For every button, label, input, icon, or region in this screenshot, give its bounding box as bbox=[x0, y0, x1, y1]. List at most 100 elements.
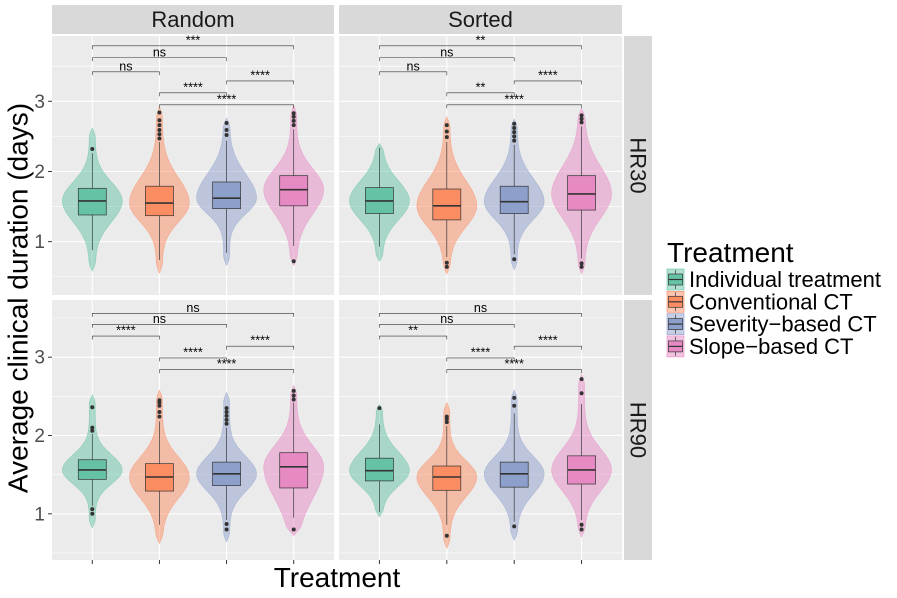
row-strip-2: HR90 bbox=[624, 300, 652, 560]
comparison-label: **** bbox=[538, 334, 558, 348]
outlier-point-conventional-ct bbox=[157, 409, 162, 414]
outlier-point-conventional-ct bbox=[157, 118, 162, 123]
outlier-point-slope-based-ct bbox=[579, 377, 584, 382]
outlier-point-conventional-ct bbox=[444, 533, 449, 538]
outlier-point-severity-based-ct bbox=[512, 257, 517, 262]
legend: Treatment Individual treatmentConvention… bbox=[666, 237, 881, 359]
comparison-label: **** bbox=[471, 345, 491, 359]
box-conventional-ct bbox=[432, 465, 462, 491]
legend-label: Individual treatment bbox=[689, 267, 881, 292]
outlier-point-severity-based-ct bbox=[512, 130, 517, 135]
box-slope-based-ct bbox=[279, 452, 309, 489]
comparison-bracket bbox=[446, 369, 582, 374]
comparison-bracket bbox=[446, 92, 515, 97]
legend-item-severity-based-ct: Severity−based CT bbox=[666, 312, 877, 337]
y-tick-label: 1 bbox=[34, 504, 45, 525]
panels-layer: ***nsns************123**nsns**********ns… bbox=[34, 33, 622, 564]
outlier-point-slope-based-ct bbox=[579, 522, 584, 527]
outlier-point-severity-based-ct bbox=[512, 134, 517, 139]
outlier-point-severity-based-ct bbox=[512, 524, 517, 529]
comparison-label: **** bbox=[217, 357, 237, 371]
legend-label: Severity−based CT bbox=[689, 312, 877, 337]
outlier-point-slope-based-ct bbox=[579, 261, 584, 266]
comparison-label: *** bbox=[186, 33, 201, 47]
comparison-bracket bbox=[379, 313, 582, 317]
comparison-bracket bbox=[91, 313, 295, 317]
box-conventional-ct bbox=[145, 185, 174, 217]
strip-background bbox=[52, 5, 334, 34]
outlier-point-individual-treatment bbox=[90, 507, 95, 512]
outlier-point-severity-based-ct bbox=[512, 121, 517, 126]
comparison-label: ns bbox=[474, 301, 487, 315]
comparison-bracket bbox=[159, 369, 295, 374]
outlier-point-conventional-ct bbox=[444, 123, 449, 128]
outlier-point-conventional-ct bbox=[444, 264, 449, 269]
comparison-label: ns bbox=[153, 312, 166, 326]
outlier-point-conventional-ct bbox=[157, 403, 162, 408]
outlier-point-individual-treatment bbox=[90, 425, 95, 430]
box-slope-based-ct bbox=[279, 175, 309, 207]
outlier-point-slope-based-ct bbox=[579, 391, 584, 396]
strip-background bbox=[624, 36, 652, 295]
comparison-label: ns bbox=[440, 312, 453, 326]
comparison-bracket bbox=[159, 357, 227, 362]
outlier-point-individual-treatment bbox=[90, 511, 95, 516]
outlier-point-conventional-ct bbox=[157, 414, 162, 419]
outlier-point-slope-based-ct bbox=[579, 527, 584, 532]
comparison-bracket bbox=[379, 45, 582, 50]
outlier-point-individual-treatment bbox=[90, 405, 95, 410]
strip-background bbox=[624, 300, 652, 560]
outlier-point-slope-based-ct bbox=[579, 113, 584, 118]
outlier-point-slope-based-ct bbox=[291, 393, 296, 398]
y-axis-title: Average clinical duration (days) bbox=[3, 103, 34, 493]
comparison-label: ns bbox=[153, 45, 166, 59]
row-strip-1: HR30 bbox=[624, 36, 652, 295]
comparison-label: ** bbox=[408, 324, 418, 338]
legend-item-slope-based-ct: Slope−based CT bbox=[666, 334, 854, 359]
comparison-label: **** bbox=[504, 357, 524, 371]
comparison-label: **** bbox=[116, 324, 136, 338]
column-strip-1: Random bbox=[52, 5, 334, 34]
comparison-bracket bbox=[91, 45, 295, 50]
outlier-point-conventional-ct bbox=[157, 123, 162, 128]
outlier-point-conventional-ct bbox=[157, 110, 162, 115]
outlier-point-conventional-ct bbox=[444, 420, 449, 425]
outlier-point-severity-based-ct bbox=[224, 121, 229, 126]
column-strip-label: Random bbox=[151, 7, 234, 32]
strip-background bbox=[339, 5, 622, 34]
outlier-point-severity-based-ct bbox=[224, 413, 229, 418]
outlier-point-slope-based-ct bbox=[291, 397, 296, 402]
outlier-point-slope-based-ct bbox=[579, 116, 584, 121]
comparison-label: **** bbox=[250, 68, 270, 82]
outlier-point-conventional-ct bbox=[157, 128, 162, 133]
comparison-bracket bbox=[513, 345, 582, 350]
outlier-point-individual-treatment bbox=[377, 406, 382, 411]
box-individual-treatment bbox=[365, 457, 394, 482]
comparison-label: ns bbox=[407, 59, 420, 73]
outlier-point-conventional-ct bbox=[444, 135, 449, 140]
box-conventional-ct bbox=[432, 188, 462, 221]
outlier-point-severity-based-ct bbox=[512, 395, 517, 400]
outlier-point-severity-based-ct bbox=[224, 128, 229, 133]
outlier-point-slope-based-ct bbox=[291, 527, 296, 532]
legend-item-conventional-ct: Conventional CT bbox=[666, 289, 853, 314]
outlier-point-conventional-ct bbox=[444, 414, 449, 419]
comparison-label: ** bbox=[476, 33, 486, 47]
comparison-bracket bbox=[446, 357, 515, 362]
comparison-bracket bbox=[379, 71, 448, 76]
column-strip-label: Sorted bbox=[448, 7, 513, 32]
comparison-bracket bbox=[379, 335, 448, 340]
comparison-bracket bbox=[91, 335, 160, 340]
legend-title: Treatment bbox=[667, 237, 794, 268]
outlier-point-severity-based-ct bbox=[224, 409, 229, 414]
outlier-point-slope-based-ct bbox=[291, 118, 296, 123]
y-tick-label: 3 bbox=[34, 348, 45, 369]
box-severity-based-ct bbox=[499, 185, 529, 214]
outlier-point-slope-based-ct bbox=[579, 120, 584, 125]
row-strip-label: HR30 bbox=[626, 137, 651, 193]
outlier-point-severity-based-ct bbox=[224, 521, 229, 526]
outlier-point-severity-based-ct bbox=[224, 417, 229, 422]
comparison-bracket bbox=[379, 57, 515, 62]
